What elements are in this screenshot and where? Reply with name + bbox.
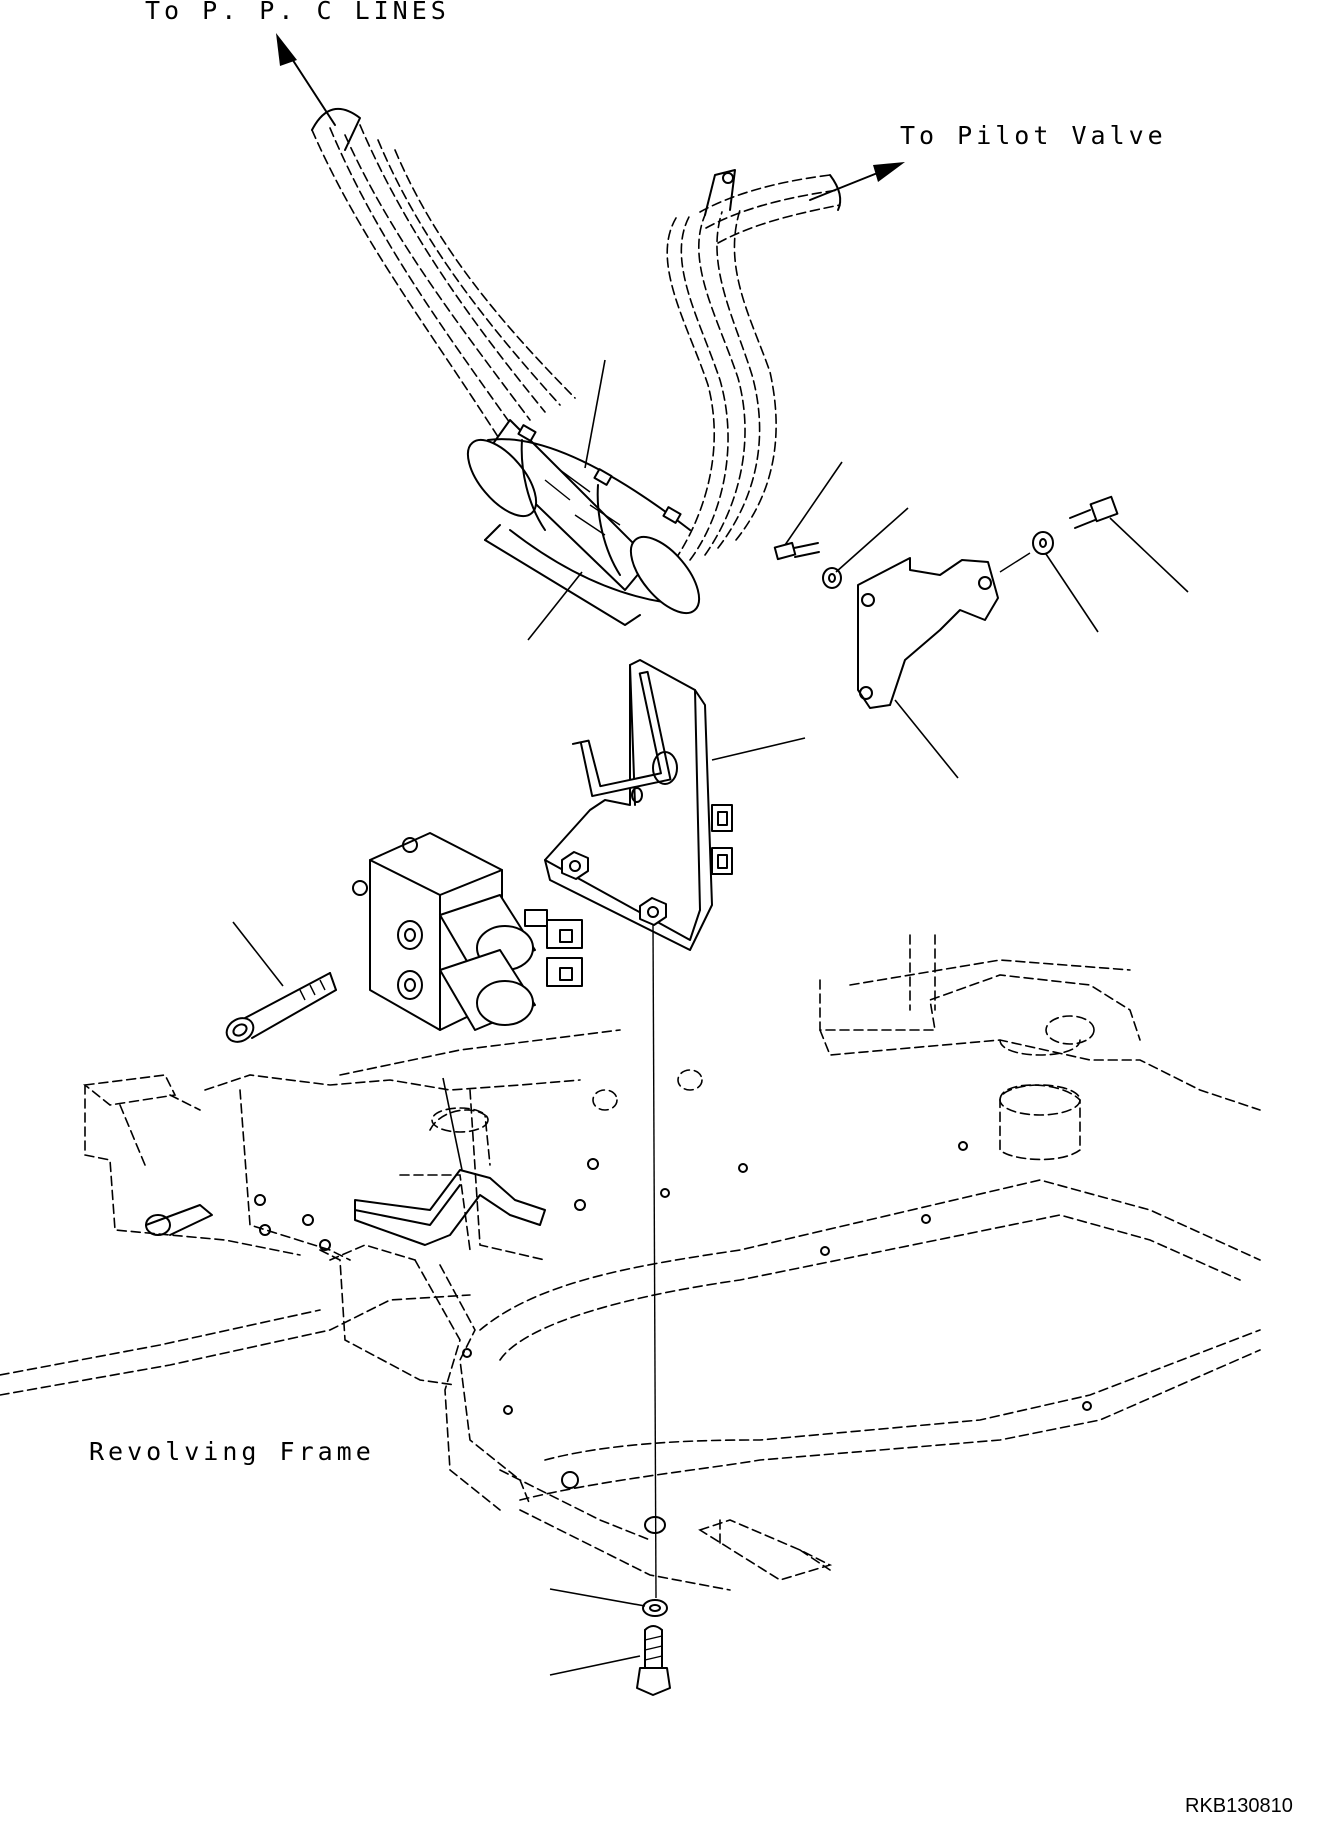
small-bracket-plate bbox=[857, 552, 1031, 709]
washer-upper-right bbox=[1032, 531, 1054, 555]
washer-upper-left bbox=[822, 567, 842, 589]
revolving-frame bbox=[0, 934, 1261, 1591]
hose-bundle-left bbox=[311, 108, 576, 441]
to-ppc-lines-label: To P. P. C LINES bbox=[145, 0, 450, 25]
revolving-frame-label: Revolving Frame bbox=[89, 1437, 375, 1466]
bolt-upper-right bbox=[1069, 495, 1119, 529]
leader-lines bbox=[232, 359, 1189, 1676]
hose-bundle-right bbox=[666, 169, 842, 561]
solenoid-valve-block bbox=[352, 832, 583, 1031]
main-l-bracket bbox=[544, 659, 733, 951]
bottom-mount-path bbox=[652, 924, 657, 1599]
clamp bbox=[354, 1169, 546, 1246]
bolt-upper-left bbox=[773, 541, 820, 561]
bolt-bottom bbox=[636, 1625, 671, 1696]
arrow-to-pilot-valve bbox=[809, 162, 905, 201]
drawing-number: RKB130810 bbox=[1185, 1795, 1293, 1817]
connector-wrap-assembly bbox=[466, 419, 701, 626]
cap-screw bbox=[225, 972, 337, 1043]
arrow-to-ppc-lines bbox=[276, 33, 336, 126]
frame-holes bbox=[145, 1069, 1092, 1534]
to-pilot-valve-label: To Pilot Valve bbox=[900, 121, 1167, 150]
washer-bottom bbox=[642, 1599, 668, 1617]
